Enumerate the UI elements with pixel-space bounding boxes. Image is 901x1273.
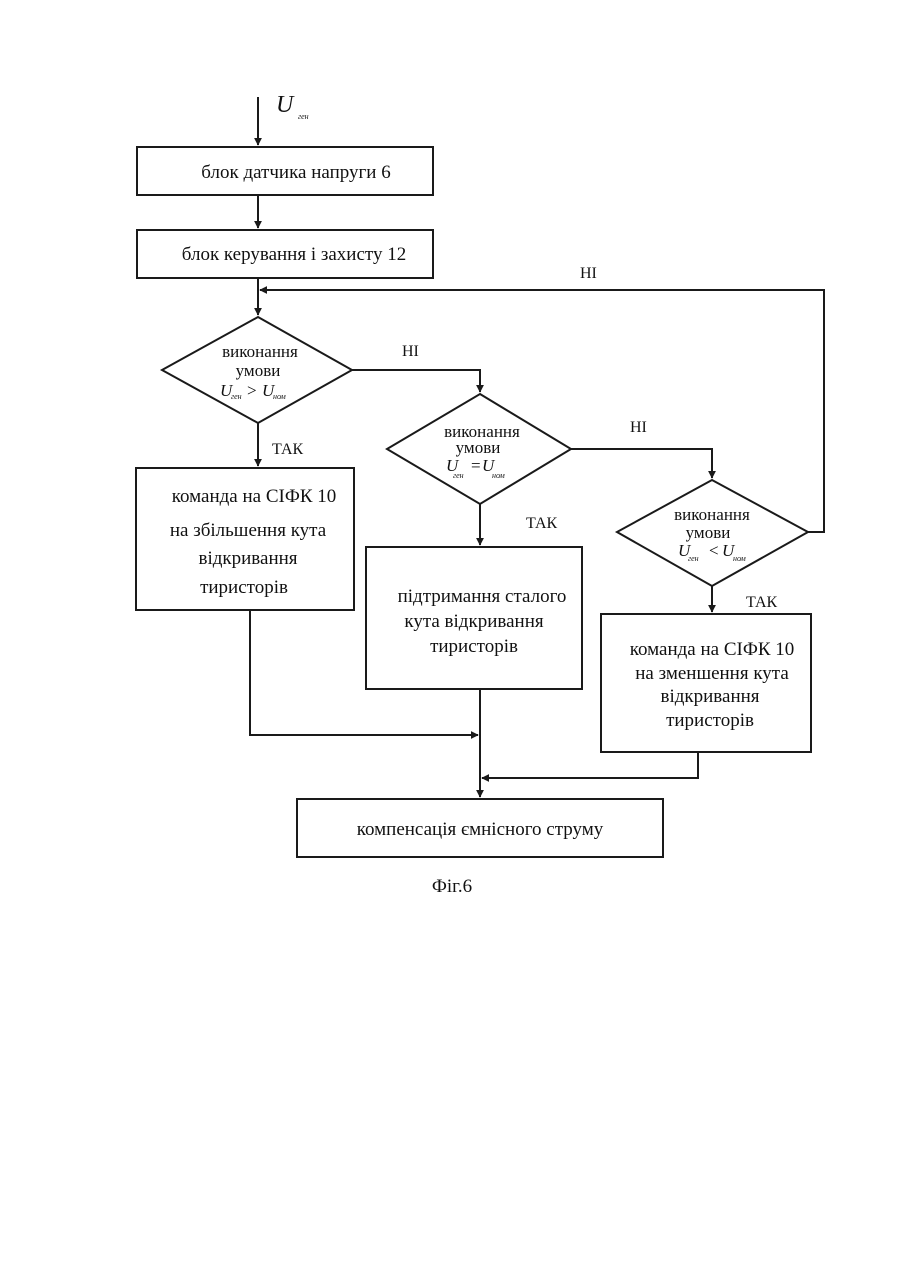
condition-2-operator: =: [471, 456, 481, 475]
condition-3-operator: <: [709, 541, 719, 560]
condition-3-line2: умови: [686, 523, 731, 542]
condition-3-line1: виконання: [674, 505, 750, 524]
condition-1-line1: виконання: [222, 342, 298, 361]
input-subscript: ген: [298, 112, 309, 121]
arrow-condition-1-no: [352, 370, 480, 392]
compensation-label: компенсація ємнісного струму: [357, 819, 604, 840]
label-yes-2: ТАК: [526, 515, 558, 532]
label-no-2: НІ: [630, 419, 647, 436]
hold-angle-line2: кута відкривання: [404, 611, 543, 632]
condition-3-right-sub: ном: [733, 554, 746, 563]
input-symbol: U: [276, 92, 295, 118]
hold-angle-line3: тиристорів: [430, 636, 518, 657]
increase-angle-line3: відкривання: [198, 548, 297, 569]
decrease-angle-line4: тиристорів: [666, 710, 754, 731]
increase-angle-line2: на збільшення кута: [170, 520, 327, 541]
voltage-sensor-label: блок датчика напруги 6: [201, 162, 390, 183]
condition-1-operator: >: [247, 381, 257, 400]
condition-3-left-sub: ген: [688, 554, 699, 563]
hold-angle-line1: підтримання сталого: [398, 586, 567, 607]
condition-1-left-sub: ген: [231, 392, 242, 401]
connector-decrease-to-merge: [482, 752, 698, 778]
decrease-angle-line1: команда на СІФК 10: [630, 639, 795, 660]
condition-2-line2: умови: [456, 438, 501, 457]
label-yes-3: ТАК: [746, 594, 778, 611]
label-no-1: НІ: [402, 343, 419, 360]
condition-2-left-sub: ген: [453, 471, 464, 480]
condition-2-right-sub: ном: [492, 471, 505, 480]
arrow-condition-2-no: [571, 449, 712, 478]
label-yes-1: ТАК: [272, 441, 304, 458]
control-protection-label: блок керування і захисту 12: [182, 244, 406, 265]
condition-1-line2: умови: [236, 361, 281, 380]
increase-angle-line1: команда на СІФК 10: [172, 486, 337, 507]
label-no-3: НІ: [580, 265, 597, 282]
condition-1-right-sub: ном: [273, 392, 286, 401]
decrease-angle-line2: на зменшення кута: [635, 663, 789, 684]
increase-angle-line4: тиристорів: [200, 577, 288, 598]
figure-caption: Фіг.6: [432, 876, 472, 897]
decrease-angle-line3: відкривання: [660, 686, 759, 707]
